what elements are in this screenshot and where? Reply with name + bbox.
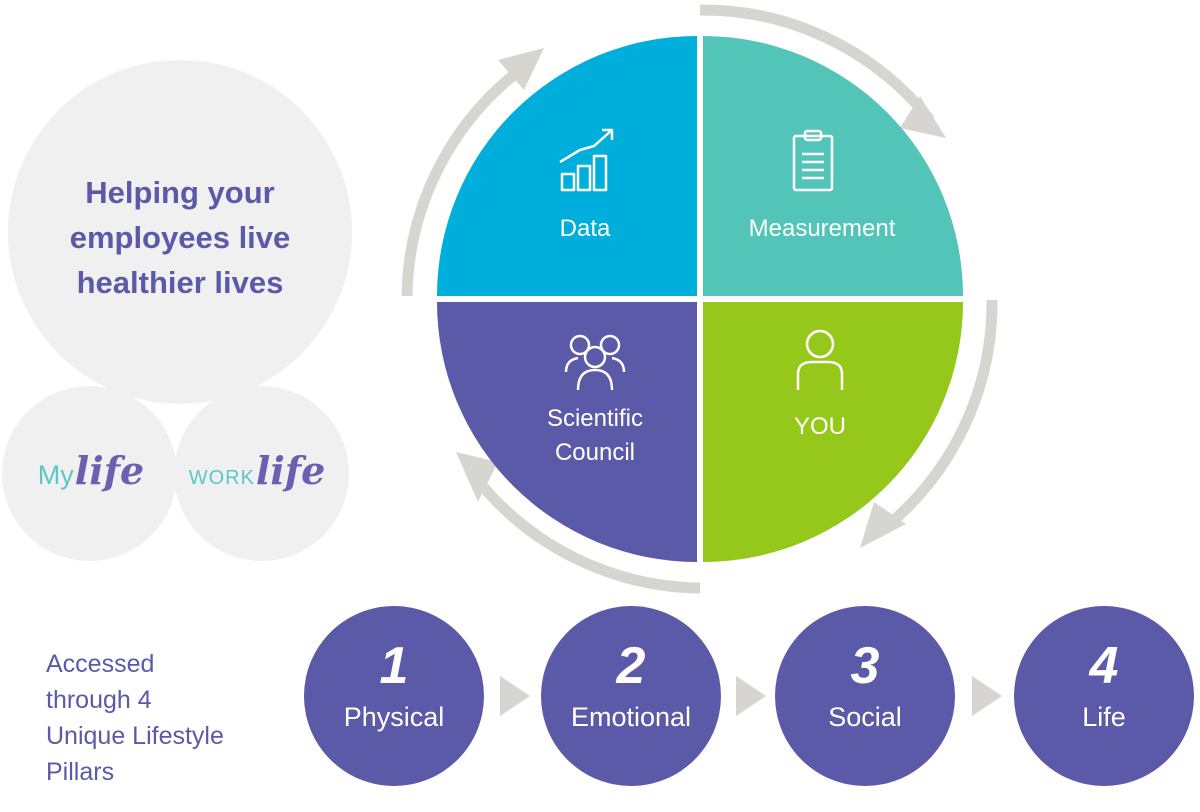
quadrant-data [437, 36, 697, 296]
pillar-name: Life [1082, 702, 1126, 732]
arrow-bottom-left [471, 474, 701, 594]
headline: Helping your employees live healthier li… [30, 170, 330, 305]
pillar-number: 1 [379, 637, 409, 695]
mylife-logo: My life [6, 448, 176, 508]
headline-line: healthier lives [76, 265, 284, 300]
pillar-name: Social [828, 702, 902, 732]
quadrant-scientific-council [437, 302, 697, 562]
headline-line: Helping your [85, 175, 275, 210]
arrow-head-bottom-right [860, 502, 906, 548]
quadrant-you-label: YOU [793, 413, 846, 440]
worklife-logo-suffix: life [255, 448, 326, 493]
pillar-social: 3 Social [775, 606, 955, 786]
group-people-icon [564, 334, 626, 391]
mylife-logo-suffix: life [74, 448, 145, 493]
pillar-number: 3 [850, 637, 880, 695]
quadrant-scientific-council-label: Scientific Council [500, 402, 690, 470]
caption-line: Unique Lifestyle [46, 722, 224, 750]
clipboard-icon [792, 129, 834, 192]
headline-line: employees live [69, 220, 291, 255]
quadrant-you [703, 302, 963, 562]
caption-line: through 4 [46, 686, 152, 714]
caption-line: Accessed [46, 650, 155, 678]
chevron-right-icon [736, 676, 766, 716]
bar-chart-growth-icon [559, 128, 614, 192]
mylife-logo-prefix: My [37, 460, 74, 490]
pillar-life: 4 Life [1014, 606, 1194, 786]
quadrant-scientific-line: Scientific [546, 405, 644, 432]
mylife-bubble [2, 386, 177, 561]
pillar-number: 4 [1089, 637, 1119, 695]
arrow-head-top-left [498, 48, 544, 90]
chevron-right-icon [500, 676, 530, 716]
pillars-caption: Accessed through 4 Unique Lifestyle Pill… [46, 646, 296, 790]
worklife-bubble [174, 386, 349, 561]
headline-bubble [8, 60, 352, 404]
caption-line: Pillars [46, 758, 115, 786]
arrow-top-left [401, 65, 524, 297]
chevron-right-icon [972, 676, 1002, 716]
pillar-name: Emotional [570, 702, 692, 732]
pillar-emotional: 2 Emotional [541, 606, 721, 786]
cycle-arrows [401, 4, 998, 594]
pillar-name: Physical [343, 702, 445, 732]
quadrant-scientific-line: Council [554, 439, 636, 466]
quadrant-measurement-label: Measurement [748, 215, 896, 242]
pillar-physical: 1 Physical [304, 606, 484, 786]
worklife-logo-prefix: WORK [188, 467, 255, 489]
quadrant-data-label: Data [559, 215, 611, 242]
worklife-logo: WORK life [172, 448, 342, 508]
person-icon [796, 329, 844, 390]
arrow-bottom-right [878, 299, 998, 535]
arrow-top-right [699, 4, 935, 124]
arrow-head-top-right [900, 96, 946, 138]
pillar-number: 2 [616, 637, 646, 695]
arrow-head-bottom-left [456, 452, 498, 502]
